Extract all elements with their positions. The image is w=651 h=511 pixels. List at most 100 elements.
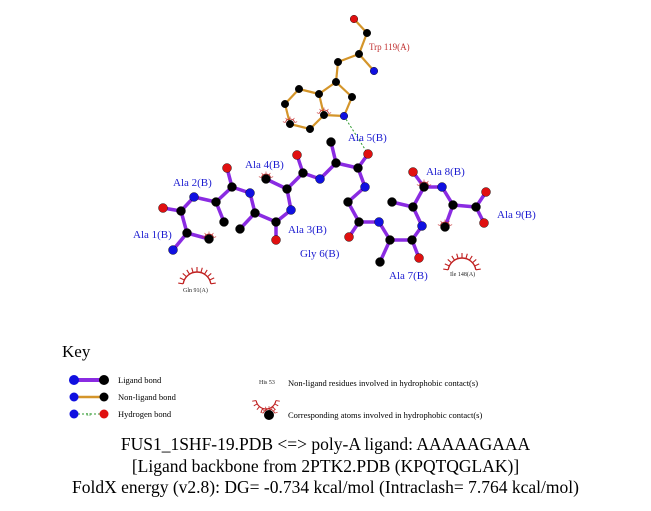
carbon-atom [375,257,385,267]
hydrophobic-spoke [443,268,449,271]
carbon-atom [334,58,343,67]
caption-line-2: [Ligand backbone from 2PTK2.PDB (KPQTQGL… [131,456,520,476]
nitrogen-atom [370,66,379,75]
carbon-atom [315,89,324,98]
key-carbon-atom [99,375,109,385]
hydrophobic-spoke [252,400,257,402]
nitrogen-atom [168,245,178,255]
hydrophobic-spoke [182,273,187,278]
oxygen-atom [414,253,424,263]
nitrogen-atom [340,111,349,120]
oxygen-atom [222,163,232,173]
hydrophobic-arc [284,118,296,123]
hydrophobic-arc [447,257,477,270]
atom-hydrophobic-contact [316,107,332,114]
hydrophobic-contact-ile148 [443,253,481,271]
hydrophobic-spoke [282,121,286,123]
key-oxygen-atom [99,409,109,419]
hydrophobic-arc [182,271,212,284]
key-carbon-atom [99,392,109,402]
hydrophobic-spoke [449,224,453,226]
carbon-atom [271,217,281,227]
oxygen-atom [344,232,354,242]
key-nonligand-bond-label: Non-ligand bond [118,392,176,402]
hydrophobic-spoke [191,267,194,273]
hydrophobic-spoke [253,403,258,407]
carbon-atom [250,208,260,218]
hydrophobic-spoke [210,282,216,285]
carbon-atom [261,174,271,184]
key-nitrogen-atom [69,392,79,402]
hydrophobic-contact-gln91 [178,267,216,285]
atom-hydrophobic-contact [416,179,432,186]
carbon-atom [343,197,353,207]
hydrophobic-spoke [437,224,441,226]
hydrophobic-spoke [274,403,279,407]
hydrophobic-spoke [178,282,184,285]
hydrophobic-spoke [275,400,280,402]
residue-label-ala3: Ala 3(B) [288,224,327,236]
hydrophobic-spoke [270,176,274,178]
hydrophobic-spoke [447,259,452,264]
nitrogen-atom [189,192,199,202]
residue-label-ala8: Ala 8(B) [426,166,465,178]
carbon-atom [176,206,186,216]
hydrophobic-spoke [213,236,217,238]
hydrophobic-arc [203,233,215,238]
hydrophobic-spoke [265,406,267,410]
hydrophobic-spoke [416,184,420,186]
hydrophobic-spoke [204,269,208,275]
residue-label-ala5: Ala 5(B) [348,132,387,144]
nitrogen-atom [437,182,447,192]
hydrophobic-spoke [268,172,271,176]
hydrophobic-spoke [207,273,212,278]
atom-hydrophobic-contact [282,116,298,123]
nitrogen-atom [417,221,427,231]
residue-label-gln91: Gln 91(A) [183,287,208,294]
hydrophobic-spoke [451,255,455,261]
hydrophobic-arc [318,109,330,114]
carbon-atom [286,119,295,128]
residue-label-ala7: Ala 7(B) [389,270,428,282]
hydrophobic-spoke [179,277,185,281]
carbon-atom [182,228,192,238]
hydrophobic-spoke [272,406,276,410]
oxygen-atom [350,14,359,23]
key-hydrogen-bond-label: Hydrogen bond [118,409,172,419]
carbon-atom [332,77,341,86]
hydrophobic-spoke [273,408,276,412]
carbon-atom [306,124,315,133]
residue-label-ala9: Ala 9(B) [497,209,536,221]
nitrogen-atom [245,188,255,198]
atom-hydrophobic-contact [258,171,274,178]
hydrophobic-spoke [419,180,422,184]
key-nitrogen-atom [69,375,79,385]
atom-hydrophobic-contact [437,219,453,226]
carbon-atom [419,182,429,192]
hydrophobic-spoke [472,259,477,264]
hydrophobic-spoke [316,112,320,114]
hydrophobic-spoke [256,406,260,410]
nitrogen-atom [360,182,370,192]
oxygen-atom [271,235,281,245]
hydrophobic-spoke [469,255,473,261]
carbon-atom [326,137,336,147]
hydrophobic-spoke [474,263,480,267]
carbon-atom [331,158,341,168]
hydrophobic-spoke [426,180,429,184]
key-residue-sample: His 53 [259,380,275,386]
key-hydrophobic-atom [264,410,274,420]
residue-label-ala1: Ala 1(B) [133,229,172,241]
hydrophobic-arc [418,181,430,186]
hydrophobic-arc [439,221,451,226]
oxygen-atom [479,218,489,228]
nitrogen-atom [374,217,384,227]
hydrophobic-spoke [258,176,262,178]
oxygen-atom [292,150,302,160]
carbon-atom [219,217,229,227]
carbon-atom [204,234,214,244]
hydrophobic-spoke [440,220,443,224]
hydrophobic-spoke [326,108,329,112]
oxygen-atom [363,149,373,159]
carbon-atom [227,182,237,192]
